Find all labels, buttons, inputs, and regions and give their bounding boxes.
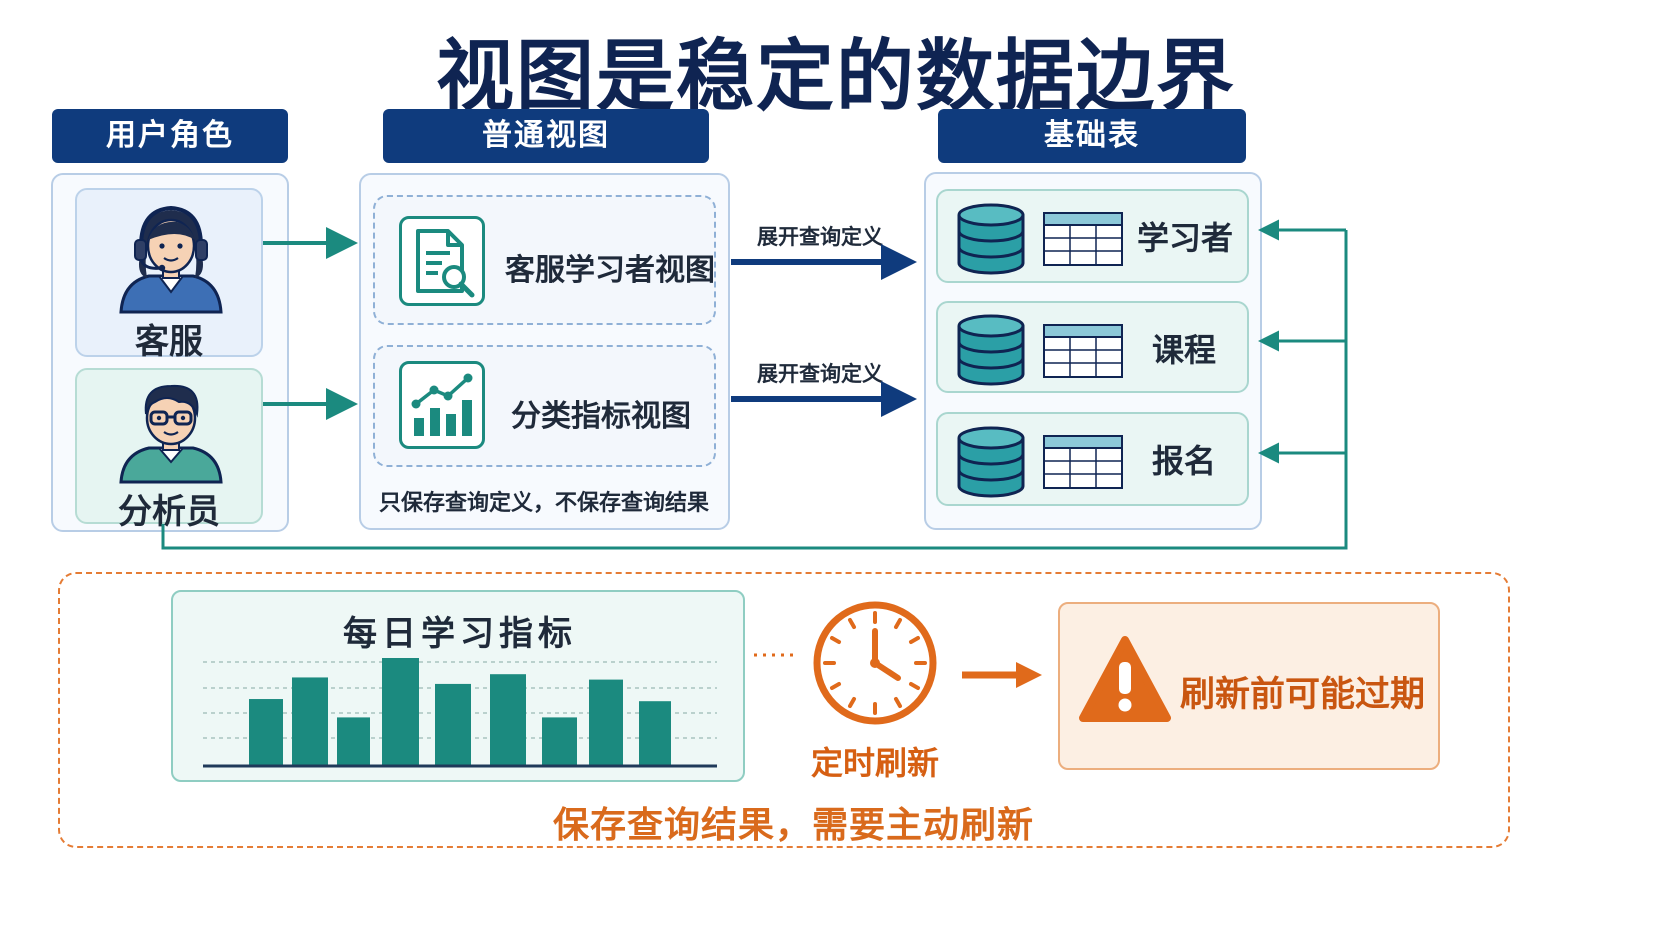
role-label-customer-service: 客服	[135, 322, 203, 362]
table-grid-icon	[1043, 435, 1123, 489]
document-search-icon	[416, 229, 475, 298]
chart-bar-9	[639, 701, 671, 766]
expand-label-top: 展开查询定义	[757, 225, 883, 249]
analyst-icon	[119, 384, 223, 484]
arrow-to-warning	[962, 662, 1042, 688]
stale-warning-label: 刷新前可能过期	[1180, 675, 1426, 715]
direct-access-loop	[161, 230, 1348, 550]
chart-bars	[249, 658, 671, 766]
views-note: 只保存查询定义，不保存查询结果	[379, 491, 710, 516]
view-card-service-learner[interactable]: 客服学习者视图	[373, 195, 716, 325]
role-card-customer-service[interactable]: 客服	[75, 188, 263, 362]
table-grid-icon	[1043, 212, 1123, 266]
bar-chart-trend-icon	[411, 373, 473, 436]
chart-bar-8	[589, 679, 623, 766]
customer-service-agent-icon	[119, 205, 223, 314]
table-grid-icon	[1043, 324, 1123, 378]
view-icon-frame	[399, 216, 485, 306]
database-icon	[957, 314, 1025, 386]
chart-bar-1	[249, 699, 283, 766]
chart-bar-3	[337, 717, 370, 766]
view-label-category-metrics: 分类指标视图	[511, 399, 691, 434]
clock-icon	[813, 601, 937, 725]
chart-bar-5	[435, 683, 471, 766]
table-card-enrollments[interactable]: 报名	[936, 412, 1249, 506]
view-icon-frame	[399, 361, 485, 449]
refresh-label: 定时刷新	[811, 744, 940, 782]
dotted-connector	[754, 653, 798, 657]
table-label-courses: 课程	[1152, 331, 1217, 369]
table-label-enrollments: 报名	[1152, 442, 1217, 480]
metrics-bar-chart	[203, 658, 717, 768]
view-card-category-metrics[interactable]: 分类指标视图	[373, 345, 716, 467]
header-user-roles: 用户角色	[52, 109, 288, 163]
table-card-learners[interactable]: 学习者	[936, 189, 1249, 283]
table-card-courses[interactable]: 课程	[936, 301, 1249, 393]
materialized-section	[58, 572, 1510, 848]
metrics-title: 每日学习指标	[343, 614, 577, 654]
header-normal-views: 普通视图	[383, 109, 709, 163]
database-icon	[957, 203, 1025, 275]
materialized-note: 保存查询结果，需要主动刷新	[553, 805, 1035, 846]
warning-triangle-icon	[1079, 636, 1171, 722]
table-label-learners: 学习者	[1137, 219, 1234, 257]
role-label-analyst: 分析员	[118, 492, 220, 532]
chart-bar-6	[490, 674, 526, 766]
database-icon	[957, 426, 1025, 498]
chart-bar-2	[292, 677, 328, 766]
header-base-tables: 基础表	[938, 109, 1246, 163]
view-label-service-learner: 客服学习者视图	[505, 253, 715, 288]
role-card-analyst[interactable]: 分析员	[75, 368, 263, 532]
chart-bar-7	[542, 717, 577, 766]
page-title: 视图是稳定的数据边界	[435, 32, 1236, 122]
expand-label-bottom: 展开查询定义	[757, 362, 883, 386]
stale-warning-card[interactable]: 刷新前可能过期	[1058, 602, 1440, 770]
chart-bar-4	[382, 658, 419, 766]
metrics-card[interactable]: 每日学习指标	[171, 590, 745, 782]
